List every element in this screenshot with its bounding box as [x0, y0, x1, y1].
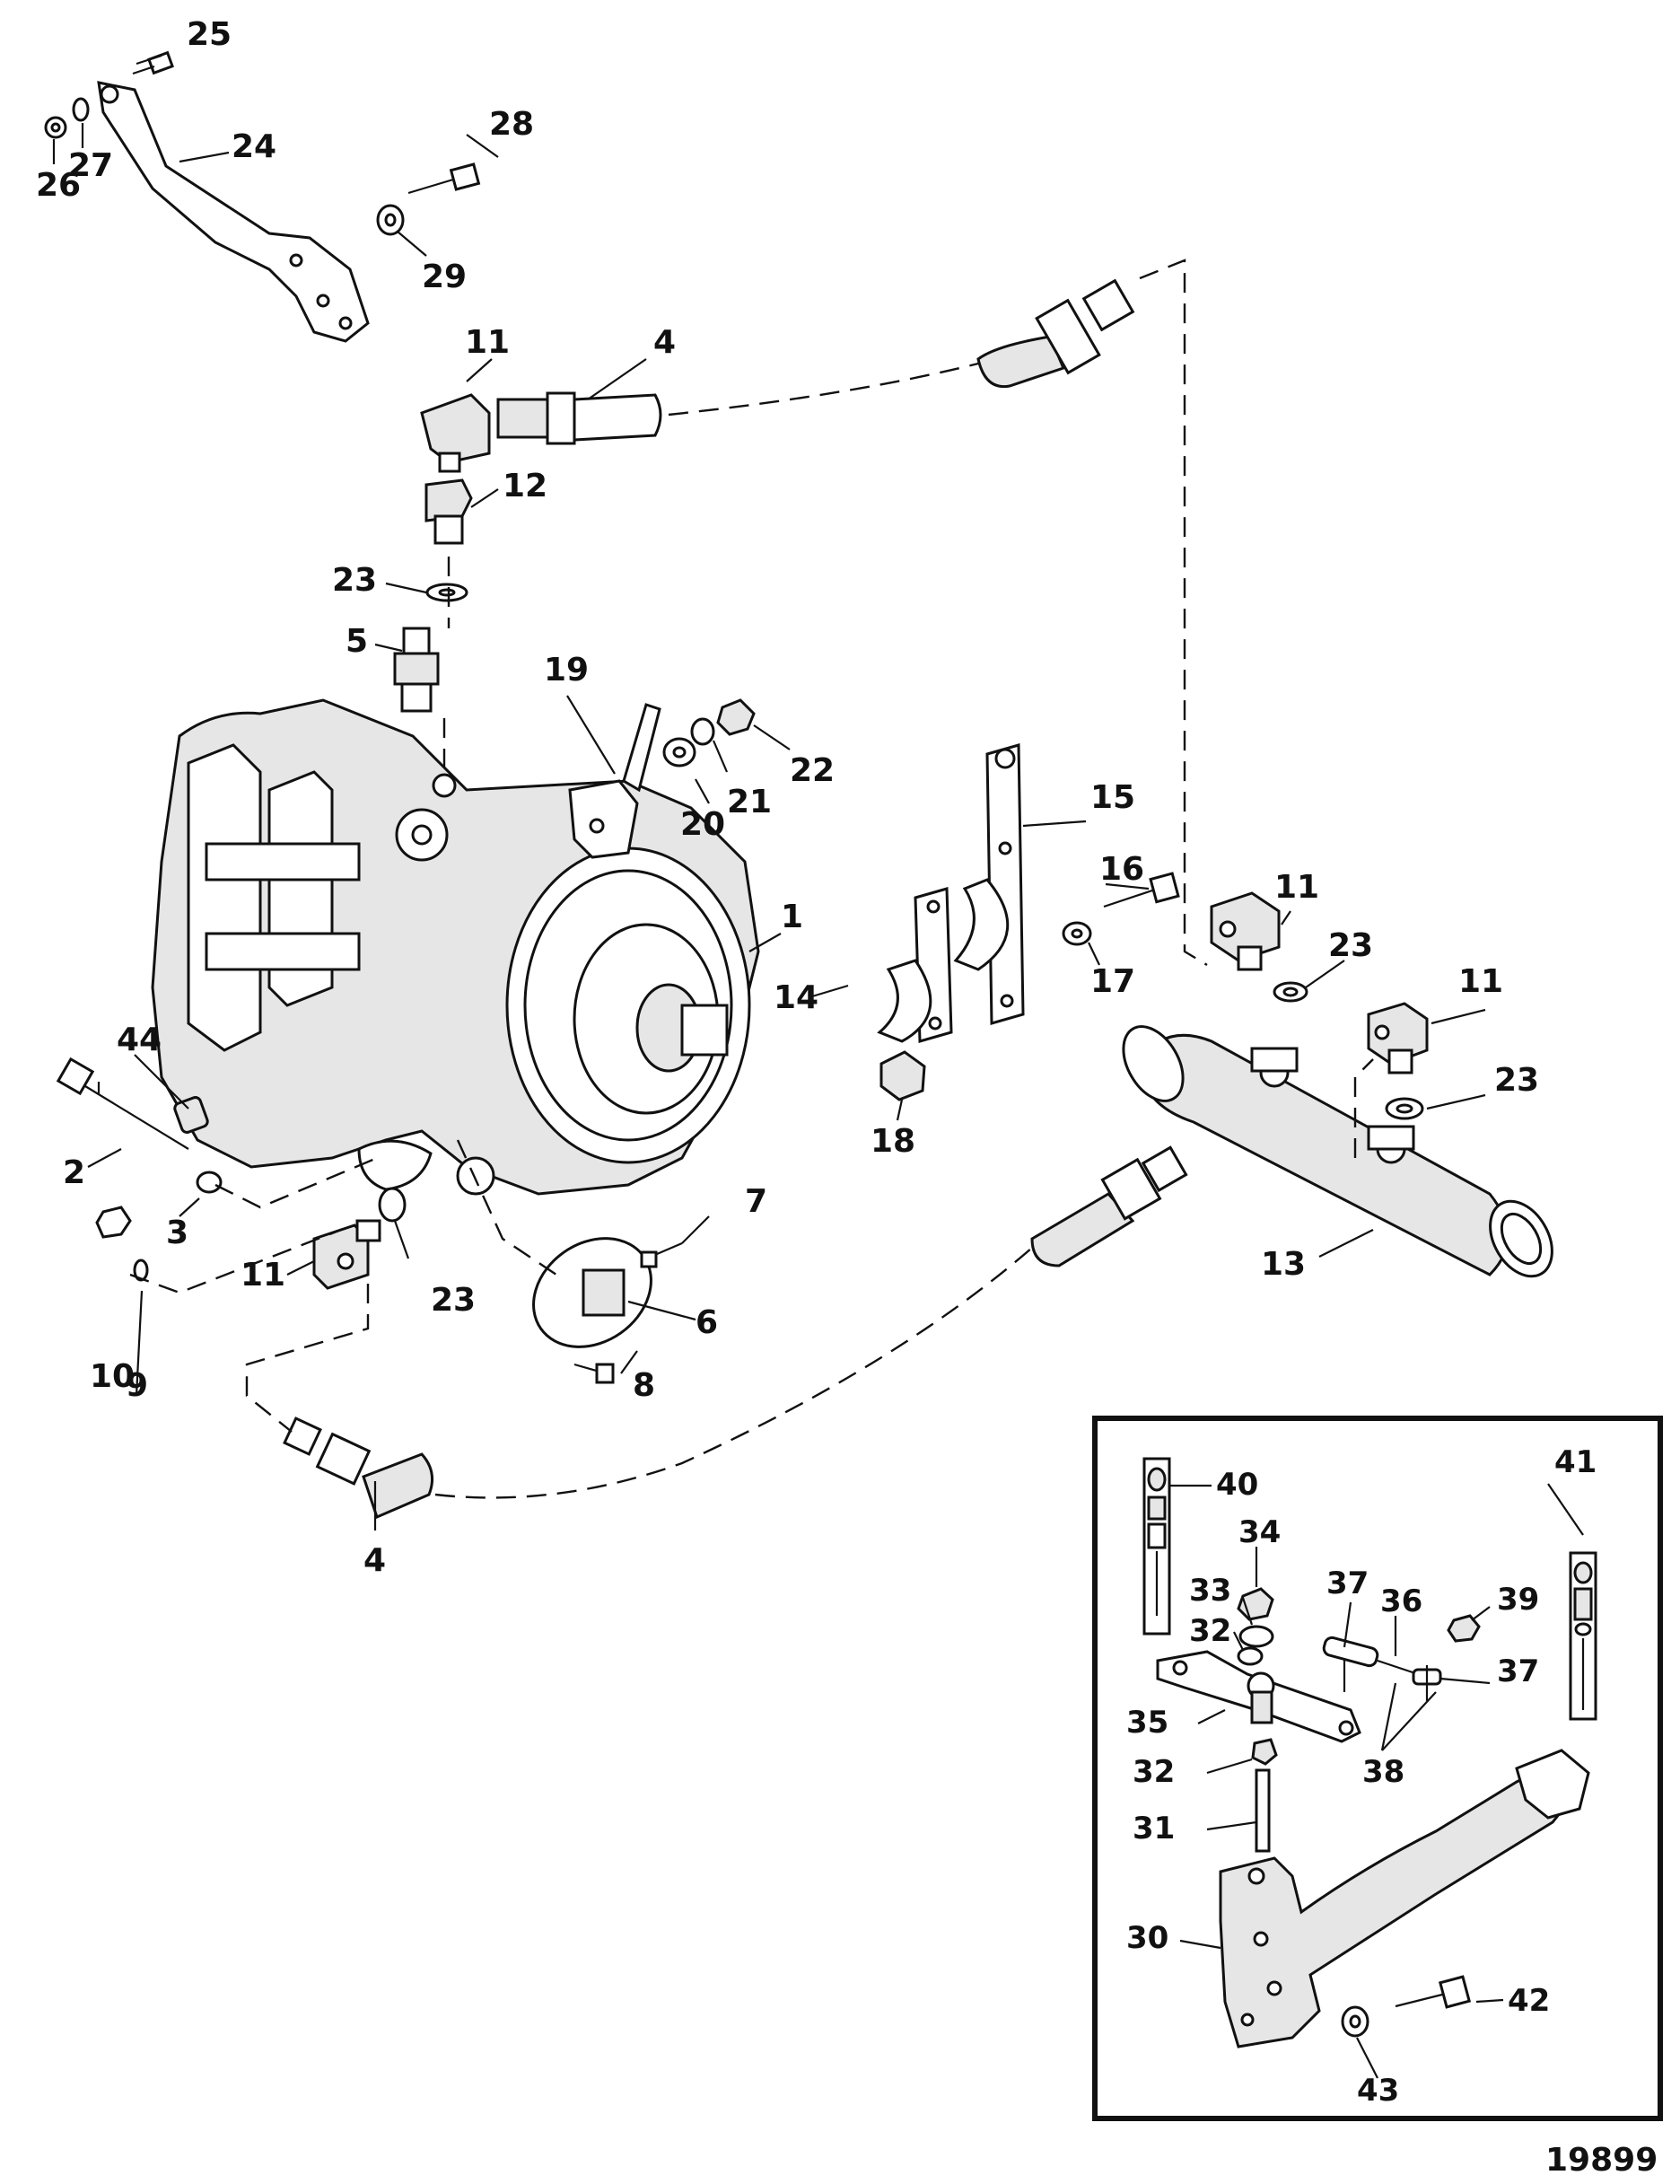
washer-23-top	[425, 583, 468, 602]
plug-44	[173, 1096, 209, 1134]
callout-29: 29	[422, 259, 467, 295]
callout-30: 30	[1126, 1920, 1168, 1956]
hose-fitting-4-bottom	[283, 1417, 434, 1520]
elbow-fitting-11-top	[420, 393, 491, 473]
callout-34: 34	[1238, 1514, 1281, 1550]
nut-22	[716, 698, 756, 736]
callout-5: 5	[346, 623, 368, 660]
inset-leader-lines	[1169, 1483, 1584, 2079]
callout-17: 17	[1090, 963, 1135, 1000]
hose-fitting-4-right-bottom	[1030, 1145, 1188, 1267]
sender-5	[393, 627, 440, 713]
elbow-fitting-11-right-a	[1210, 891, 1281, 971]
washer-9	[133, 1259, 149, 1282]
hose-fitting-4-right-top	[976, 278, 1135, 389]
lockwasher-21	[690, 717, 715, 746]
callout-11-right-b: 11	[1458, 963, 1503, 1000]
callout-25: 25	[187, 16, 232, 53]
callout-33: 33	[1189, 1573, 1231, 1609]
washer-29	[376, 204, 405, 236]
block-fitting-11-lower	[312, 1219, 381, 1290]
callout-13: 13	[1261, 1246, 1306, 1283]
callout-31: 31	[1133, 1811, 1175, 1846]
bolt-2	[56, 1057, 189, 1150]
callout-12: 12	[503, 468, 547, 504]
callout-6: 6	[696, 1304, 718, 1341]
callout-26: 26	[36, 167, 81, 204]
callout-2: 2	[63, 1154, 85, 1191]
callout-43: 43	[1357, 2073, 1399, 2109]
callout-32-bottom: 32	[1133, 1754, 1175, 1790]
clamp-14	[877, 887, 953, 1043]
callout-4-top: 4	[653, 324, 676, 361]
callout-10: 10	[90, 1358, 135, 1395]
callout-16: 16	[1099, 851, 1144, 888]
adapter-12	[424, 478, 473, 545]
inset-parts	[1142, 1457, 1597, 2048]
elbow-fitting-11-right-b	[1367, 1002, 1429, 1074]
bolt-16	[1103, 872, 1180, 908]
callout-15: 15	[1090, 779, 1135, 816]
washer-17	[1062, 921, 1092, 946]
nut-18	[879, 1050, 926, 1101]
bracket-19	[568, 703, 661, 859]
washer-3	[196, 1171, 223, 1194]
callout-9: 9	[126, 1367, 148, 1404]
washer-20	[662, 737, 696, 767]
inset-box	[1092, 1416, 1663, 2121]
nut-26	[44, 116, 67, 139]
callout-37-top: 37	[1326, 1566, 1369, 1601]
callout-39: 39	[1497, 1582, 1539, 1618]
hose-fitting-4-top	[496, 391, 662, 445]
callout-14: 14	[774, 979, 818, 1016]
callout-7: 7	[745, 1183, 767, 1220]
bolt-28	[407, 162, 481, 195]
cover-plate-6	[532, 1237, 652, 1348]
leader-lines	[52, 54, 1486, 1531]
callout-38: 38	[1362, 1754, 1404, 1790]
washer-23-right-b	[1385, 1097, 1424, 1120]
callout-8: 8	[633, 1367, 655, 1404]
callout-23-right-b: 23	[1494, 1062, 1539, 1099]
callout-11-right-a: 11	[1274, 869, 1319, 906]
callout-3: 3	[166, 1215, 188, 1251]
washer-23-lower-left	[378, 1187, 407, 1223]
callout-23-lower: 23	[431, 1282, 476, 1319]
callout-labels: 25 26 27 24 28 29 11 4 12 23 5 19 20 21 …	[36, 16, 1658, 2179]
callout-40: 40	[1216, 1467, 1258, 1503]
washer-27	[72, 97, 90, 122]
bracket-24	[97, 81, 370, 343]
callout-19: 19	[544, 652, 589, 689]
figure-number: 19899	[1545, 2142, 1658, 2179]
cooler-13	[1122, 1025, 1553, 1278]
transmission-housing-1	[151, 698, 760, 1196]
nut-10	[95, 1206, 132, 1239]
callout-36: 36	[1380, 1583, 1422, 1619]
callout-28: 28	[489, 106, 534, 143]
callout-27: 27	[68, 147, 113, 184]
washer-23-right-a	[1273, 981, 1308, 1003]
callout-11-top: 11	[465, 324, 510, 361]
callout-21: 21	[727, 784, 772, 820]
callout-23-right-a: 23	[1328, 927, 1373, 964]
callout-18: 18	[871, 1123, 915, 1160]
callout-32-top: 32	[1189, 1613, 1231, 1649]
callout-23-top: 23	[332, 562, 377, 599]
screw-8	[573, 1363, 615, 1384]
screw-7	[640, 1241, 683, 1268]
hose-route-lines	[129, 259, 1374, 1499]
callout-4-bottom: 4	[363, 1542, 386, 1579]
callout-1: 1	[781, 899, 803, 935]
callout-41: 41	[1554, 1444, 1597, 1480]
callout-42: 42	[1508, 1983, 1550, 2019]
callout-44: 44	[117, 1022, 162, 1058]
clamp-15	[953, 743, 1025, 1025]
callout-35: 35	[1126, 1705, 1168, 1741]
callout-22: 22	[790, 752, 835, 789]
callout-11-lower: 11	[241, 1257, 285, 1294]
callout-20: 20	[680, 806, 725, 843]
callout-37-right: 37	[1497, 1653, 1539, 1689]
callout-24: 24	[232, 128, 276, 165]
